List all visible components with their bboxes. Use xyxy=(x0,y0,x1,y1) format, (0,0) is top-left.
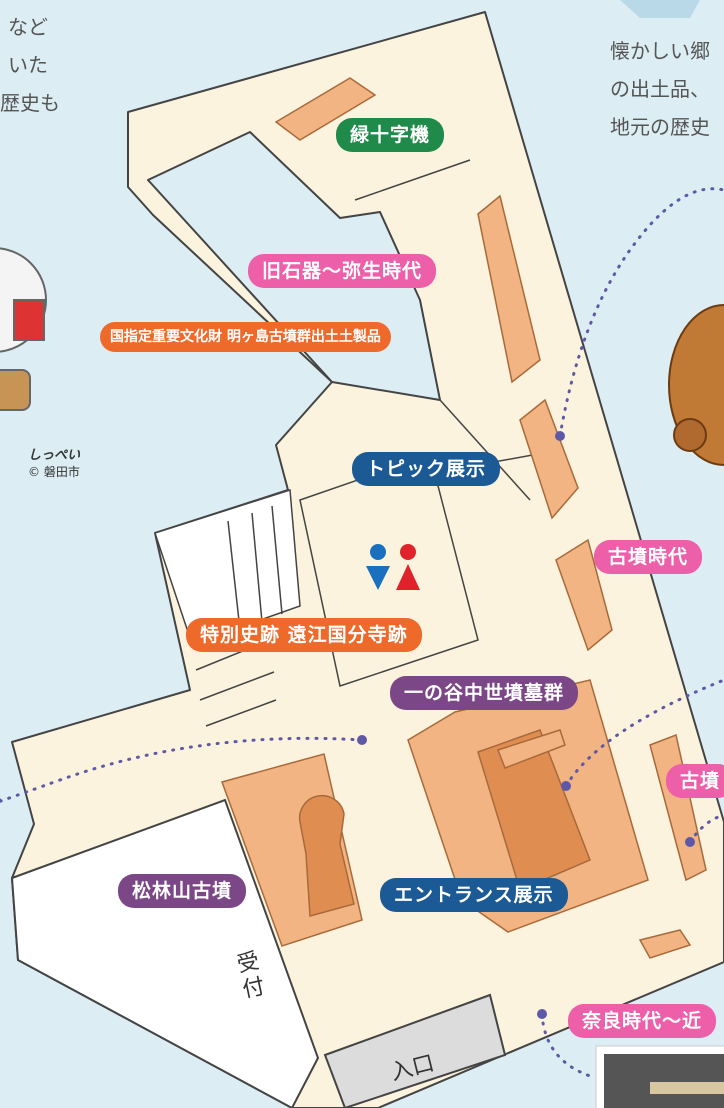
keyhole-tomb xyxy=(298,794,355,917)
intro-left-line-3: 歴史も xyxy=(0,91,60,115)
entrance-block xyxy=(323,993,507,1108)
intro-right-line-2: の出土品、 xyxy=(610,77,710,101)
mascot-left-illustration xyxy=(0,247,47,411)
callout-dots xyxy=(0,187,724,1078)
label-entrance-exhibit[interactable]: エントランス展示 xyxy=(380,878,568,912)
restroom-icon xyxy=(366,544,420,590)
intro-right-line-3: 地元の歴史 xyxy=(610,115,710,139)
entrance-case xyxy=(497,729,566,769)
callout-anchors xyxy=(357,431,695,1019)
reception-room xyxy=(10,798,320,1108)
ichinotani-mound xyxy=(477,729,591,892)
mascot-credit: しっぺい © 磐田市 xyxy=(28,444,80,480)
label-national-treasure[interactable]: 国指定重要文化財 明ヶ島古墳群出土土製品 xyxy=(100,322,391,352)
label-tomi-kokubunji[interactable]: 特別史跡 遠江国分寺跡 xyxy=(186,618,422,652)
label-topic-exhibit[interactable]: トピック展示 xyxy=(352,452,501,486)
intro-left-line-1: など xyxy=(8,15,48,39)
label-shorinzan[interactable]: 松林山古墳 xyxy=(118,874,247,908)
label-kofun-cut[interactable]: 古墳 xyxy=(666,764,724,798)
label-nara-period[interactable]: 奈良時代～近 xyxy=(568,1004,717,1038)
label-paleolithic-yayoi[interactable]: 旧石器～弥生時代 xyxy=(248,254,437,288)
label-kofun-period[interactable]: 古墳時代 xyxy=(594,540,703,574)
exhibit-photo-item xyxy=(650,1082,724,1094)
intro-left-line-2: いた xyxy=(8,53,48,77)
mascot-name: しっぺい xyxy=(28,448,81,463)
label-ichinotani[interactable]: 一の谷中世墳墓群 xyxy=(390,676,579,710)
speech-bubble-tail xyxy=(620,0,700,18)
intro-right-line-1: 懐かしい郷 xyxy=(610,39,710,63)
exhibit-photo xyxy=(604,1054,724,1108)
mascot-right-illustration xyxy=(668,304,724,466)
stairs xyxy=(154,489,301,645)
copyright-text: © 磐田市 xyxy=(28,465,80,479)
label-midori-jujiki[interactable]: 緑十字機 xyxy=(336,118,445,152)
